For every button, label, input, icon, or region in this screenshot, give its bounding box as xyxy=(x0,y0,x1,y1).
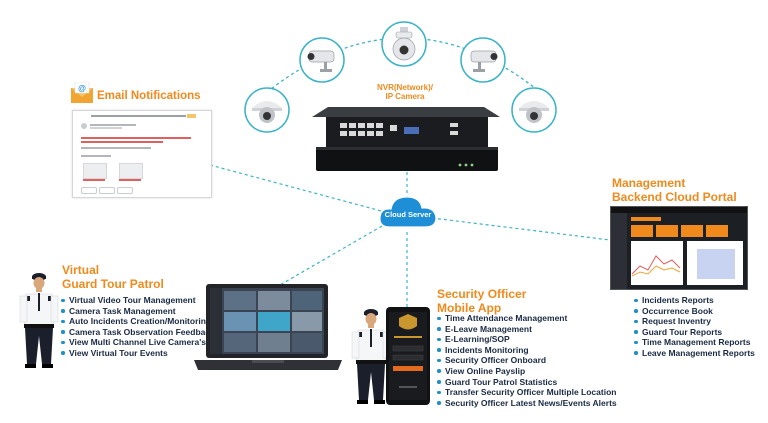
virtual-feature-item: View Virtual Tour Events xyxy=(60,348,215,359)
laptop-icon xyxy=(194,284,342,370)
email-envelope-icon: @ xyxy=(71,82,93,103)
mobile-phone-icon xyxy=(386,307,430,405)
ptz-camera-icon xyxy=(381,21,427,67)
backend-feature-item: Request Inventry xyxy=(633,316,755,327)
mobile-feature-item: Guard Tour Patrol Statistics xyxy=(436,377,617,388)
svg-text:@: @ xyxy=(78,84,86,93)
backend-feature-item: Incidents Reports xyxy=(633,295,755,306)
security-guard-figure xyxy=(351,309,391,404)
bullet-camera-icon xyxy=(299,37,345,83)
virtual-feature-item: View Multi Channel Live Camera's xyxy=(60,337,215,348)
backend-feature-item: Occurrence Book xyxy=(633,306,755,317)
mobile-feature-item: Transfer Security Officer Multiple Locat… xyxy=(436,387,617,398)
mobile-app-title: Security Officer Mobile App xyxy=(437,287,526,315)
mobile-title-line2: Mobile App xyxy=(437,301,502,315)
mobile-feature-item: E-Leave Management xyxy=(436,324,617,335)
backend-portal-title: Management Backend Cloud Portal xyxy=(612,176,737,204)
backend-feature-list: Incidents Reports Occurrence Book Reques… xyxy=(633,295,755,359)
backend-feature-item: Guard Tour Reports xyxy=(633,327,755,338)
virtual-feature-item: Camera Task Observation Feedback xyxy=(60,327,215,338)
virtual-feature-item: Camera Task Management xyxy=(60,306,215,317)
mobile-feature-item: Time Attendance Management xyxy=(436,313,617,324)
backend-feature-item: Time Management Reports xyxy=(633,337,755,348)
backend-title-line1: Management xyxy=(612,176,686,190)
dome-camera-icon xyxy=(511,87,557,133)
backend-line-chart xyxy=(631,255,681,277)
line-backend-cloud xyxy=(431,217,611,241)
mobile-feature-item: View Online Payslip xyxy=(436,366,617,377)
virtual-title-line1: Virtual xyxy=(62,263,100,277)
nvr-label-line1: NVR(Network)/ xyxy=(376,83,433,92)
backend-feature-item: Leave Management Reports xyxy=(633,348,755,359)
mobile-feature-item: Security Officer Onboard xyxy=(436,355,617,366)
security-guard-figure xyxy=(19,273,59,368)
nvr-device-icon xyxy=(312,107,500,171)
mobile-title-line1: Security Officer xyxy=(437,287,527,301)
cloud-server-label: Cloud Server xyxy=(384,210,432,219)
mobile-feature-item: Incidents Monitoring xyxy=(436,345,617,356)
virtual-feature-item: Virtual Video Tour Management xyxy=(60,295,215,306)
nvr-label-line2: IP Camera xyxy=(385,92,425,101)
mobile-feature-list: Time Attendance Management E-Leave Manag… xyxy=(436,313,617,408)
cloud-server-icon xyxy=(379,196,437,228)
virtual-feature-list: Virtual Video Tour Management Camera Tas… xyxy=(60,295,215,359)
nvr-label: NVR(Network)/ IP Camera xyxy=(350,83,460,101)
virtual-patrol-title: Virtual Guard Tour Patrol xyxy=(62,263,164,291)
line-laptop-cloud xyxy=(279,225,383,286)
mobile-feature-item: Security Officer Latest News/Events Aler… xyxy=(436,398,617,409)
backend-title-line2: Backend Cloud Portal xyxy=(612,190,737,204)
virtual-title-line2: Guard Tour Patrol xyxy=(62,277,164,291)
line-email-cloud xyxy=(209,164,386,213)
bullet-camera-icon xyxy=(460,37,506,83)
mobile-feature-item: E-Learning/SOP xyxy=(436,334,617,345)
dome-camera-icon xyxy=(244,87,290,133)
email-notifications-title: Email Notifications xyxy=(97,90,201,102)
email-preview xyxy=(72,110,212,198)
virtual-feature-item: Auto Incidents Creation/Monitoring xyxy=(60,316,215,327)
